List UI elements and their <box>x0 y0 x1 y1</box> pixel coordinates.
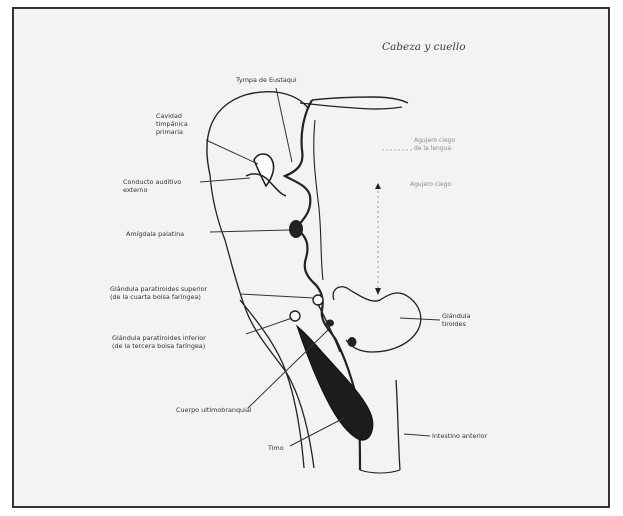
label-ext-meatus-1: Conducto auditivo <box>123 178 181 186</box>
figure-title: Cabeza y cuello <box>382 41 466 53</box>
inferior-parathyroid-shape <box>290 311 300 321</box>
label-tympanic-cavity-3: primaria <box>156 128 183 136</box>
label-ext-meatus-2: externo <box>123 186 148 194</box>
label-foramen-cecum-2: de la lengua <box>414 145 451 152</box>
label-tympanic-cavity-1: Cavidad <box>156 112 182 120</box>
label-palatine-tonsil: Amígdala palatina <box>126 230 184 238</box>
label-sup-parathyroid-1: Glándula paratiroides superior <box>110 285 208 293</box>
label-thyroglossal: Agujero ciego <box>410 181 451 188</box>
figure-frame <box>13 8 609 507</box>
label-tympanic-cavity-2: timpánica <box>156 120 188 128</box>
label-sup-parathyroid-2: (de la cuarta bolsa faríngea) <box>110 293 201 301</box>
label-foregut: Intestino anterior <box>432 432 488 440</box>
label-thymus: Timo <box>267 444 284 452</box>
label-inf-parathyroid-2: (de la tercera bolsa faríngea) <box>112 342 205 350</box>
label-thyroid-2: tiroides <box>442 320 466 328</box>
ultimobranchial-shape-lower <box>348 337 357 347</box>
label-thyroid-1: Glándula <box>442 312 471 320</box>
label-ultimobranchial: Cuerpo ultimobranquial <box>176 406 252 414</box>
label-foramen-cecum-1: Agujero ciego <box>414 137 455 144</box>
label-inf-parathyroid-1: Glándula paratiroides inferior <box>112 334 206 342</box>
palatine-tonsil-shape <box>289 220 303 238</box>
label-tympanic-groove: Tympa de Eustaqui <box>235 76 297 84</box>
superior-parathyroid-shape <box>313 295 323 305</box>
